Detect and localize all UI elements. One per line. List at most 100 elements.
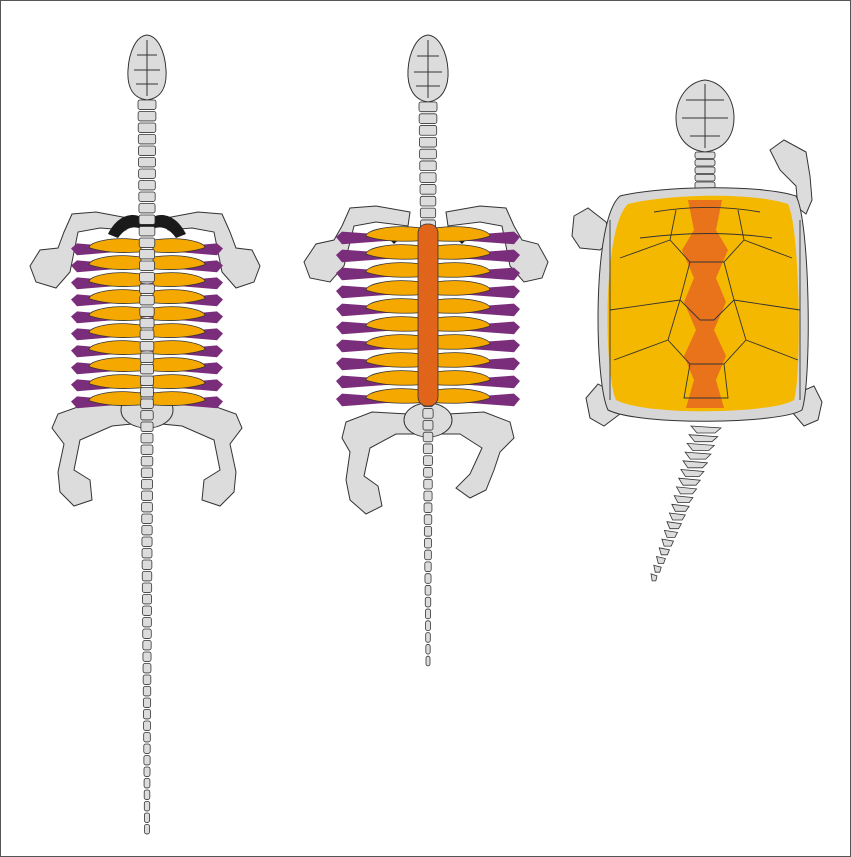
tail-vertebra [687, 443, 714, 450]
vertebra [141, 457, 153, 466]
neck-vertebra [695, 167, 715, 174]
vertebra [139, 192, 155, 201]
vertebra [143, 618, 152, 627]
vertebra [142, 503, 153, 512]
hindlimb-left-2 [342, 412, 414, 514]
vertebra [140, 319, 154, 328]
neck-vertebra [695, 175, 715, 182]
vertebra [139, 238, 155, 247]
vertebra [138, 135, 155, 144]
vertebra [424, 468, 433, 478]
vertebra [144, 779, 150, 788]
vertebra [425, 585, 431, 595]
skeleton-stage-2 [304, 35, 548, 666]
vertebra [144, 802, 149, 811]
vertebra [143, 641, 151, 650]
vertebra [141, 445, 153, 454]
vertebra [142, 491, 153, 500]
vertebra [420, 161, 437, 171]
vertebra [423, 444, 432, 454]
vertebra [142, 595, 151, 604]
vertebra [140, 307, 154, 316]
vertebra [425, 538, 432, 548]
vertebra [142, 537, 152, 546]
vertebra [140, 296, 154, 305]
vertebra [419, 126, 436, 136]
vertebra [139, 261, 154, 270]
hindlimb-right-2 [442, 412, 514, 498]
vertebra [424, 491, 432, 501]
vertebra [144, 790, 150, 799]
vertebra [143, 606, 152, 615]
vertebra [143, 629, 152, 638]
tail-vertebra [659, 548, 669, 555]
vertebra [142, 514, 153, 523]
vertebra [426, 633, 431, 643]
neural-plates-2 [418, 224, 438, 406]
tail-vertebra [689, 435, 718, 442]
tail-3 [651, 426, 721, 581]
vertebra [141, 468, 152, 477]
vertebra [423, 456, 432, 466]
vertebra [138, 100, 156, 109]
hindlimb-left-1 [52, 402, 132, 506]
vertebra [423, 409, 433, 419]
vertebra [139, 158, 156, 167]
vertebra [144, 813, 149, 822]
vertebra [139, 181, 156, 190]
tail-vertebra [669, 513, 685, 520]
vertebra [419, 137, 436, 147]
tail-vertebra [667, 522, 681, 529]
vertebra [140, 342, 154, 351]
vertebra [143, 687, 150, 696]
tail-vertebra [662, 539, 674, 546]
vertebra [425, 609, 430, 619]
vertebra [140, 330, 154, 339]
vertebra [423, 432, 433, 442]
vertebra [424, 515, 432, 525]
vertebra [141, 411, 153, 420]
tail-vertebra [664, 530, 677, 537]
vertebra [424, 527, 431, 537]
vertebra [143, 675, 151, 684]
tail-vertebra [685, 452, 711, 459]
vertebra [141, 399, 154, 408]
vertebra [141, 480, 152, 489]
vertebra [144, 756, 150, 765]
vertebra [419, 114, 437, 124]
vertebra [420, 196, 436, 206]
vertebra [420, 208, 435, 218]
vertebra [144, 744, 150, 753]
tail-vertebra [676, 487, 696, 494]
tail-vertebra [651, 574, 657, 581]
vertebral-column-1 [138, 100, 156, 834]
tail-vertebra [674, 496, 693, 503]
vertebra [140, 273, 155, 282]
vertebra [142, 526, 152, 535]
vertebra [143, 698, 150, 707]
vertebra [425, 574, 431, 584]
skeleton-stage-3 [572, 80, 822, 581]
vertebra [140, 284, 155, 293]
vertebra [142, 549, 152, 558]
vertebra [420, 185, 436, 195]
vertebra [144, 767, 150, 776]
vertebra [139, 250, 154, 259]
vertebra [426, 644, 430, 654]
vertebra [425, 597, 430, 607]
vertebra [424, 479, 432, 489]
vertebra [144, 733, 151, 742]
hindlimb-right-1 [162, 402, 242, 506]
vertebra [419, 102, 437, 112]
vertebra [139, 215, 155, 224]
vertebra [141, 422, 153, 431]
vertebra [140, 365, 153, 374]
neck-vertebra [695, 160, 715, 167]
vertebra [425, 550, 432, 560]
vertebra [142, 583, 151, 592]
vertebra [420, 173, 436, 183]
tail-vertebra [657, 557, 666, 564]
tail-vertebra [683, 461, 707, 468]
vertebra [142, 572, 152, 581]
